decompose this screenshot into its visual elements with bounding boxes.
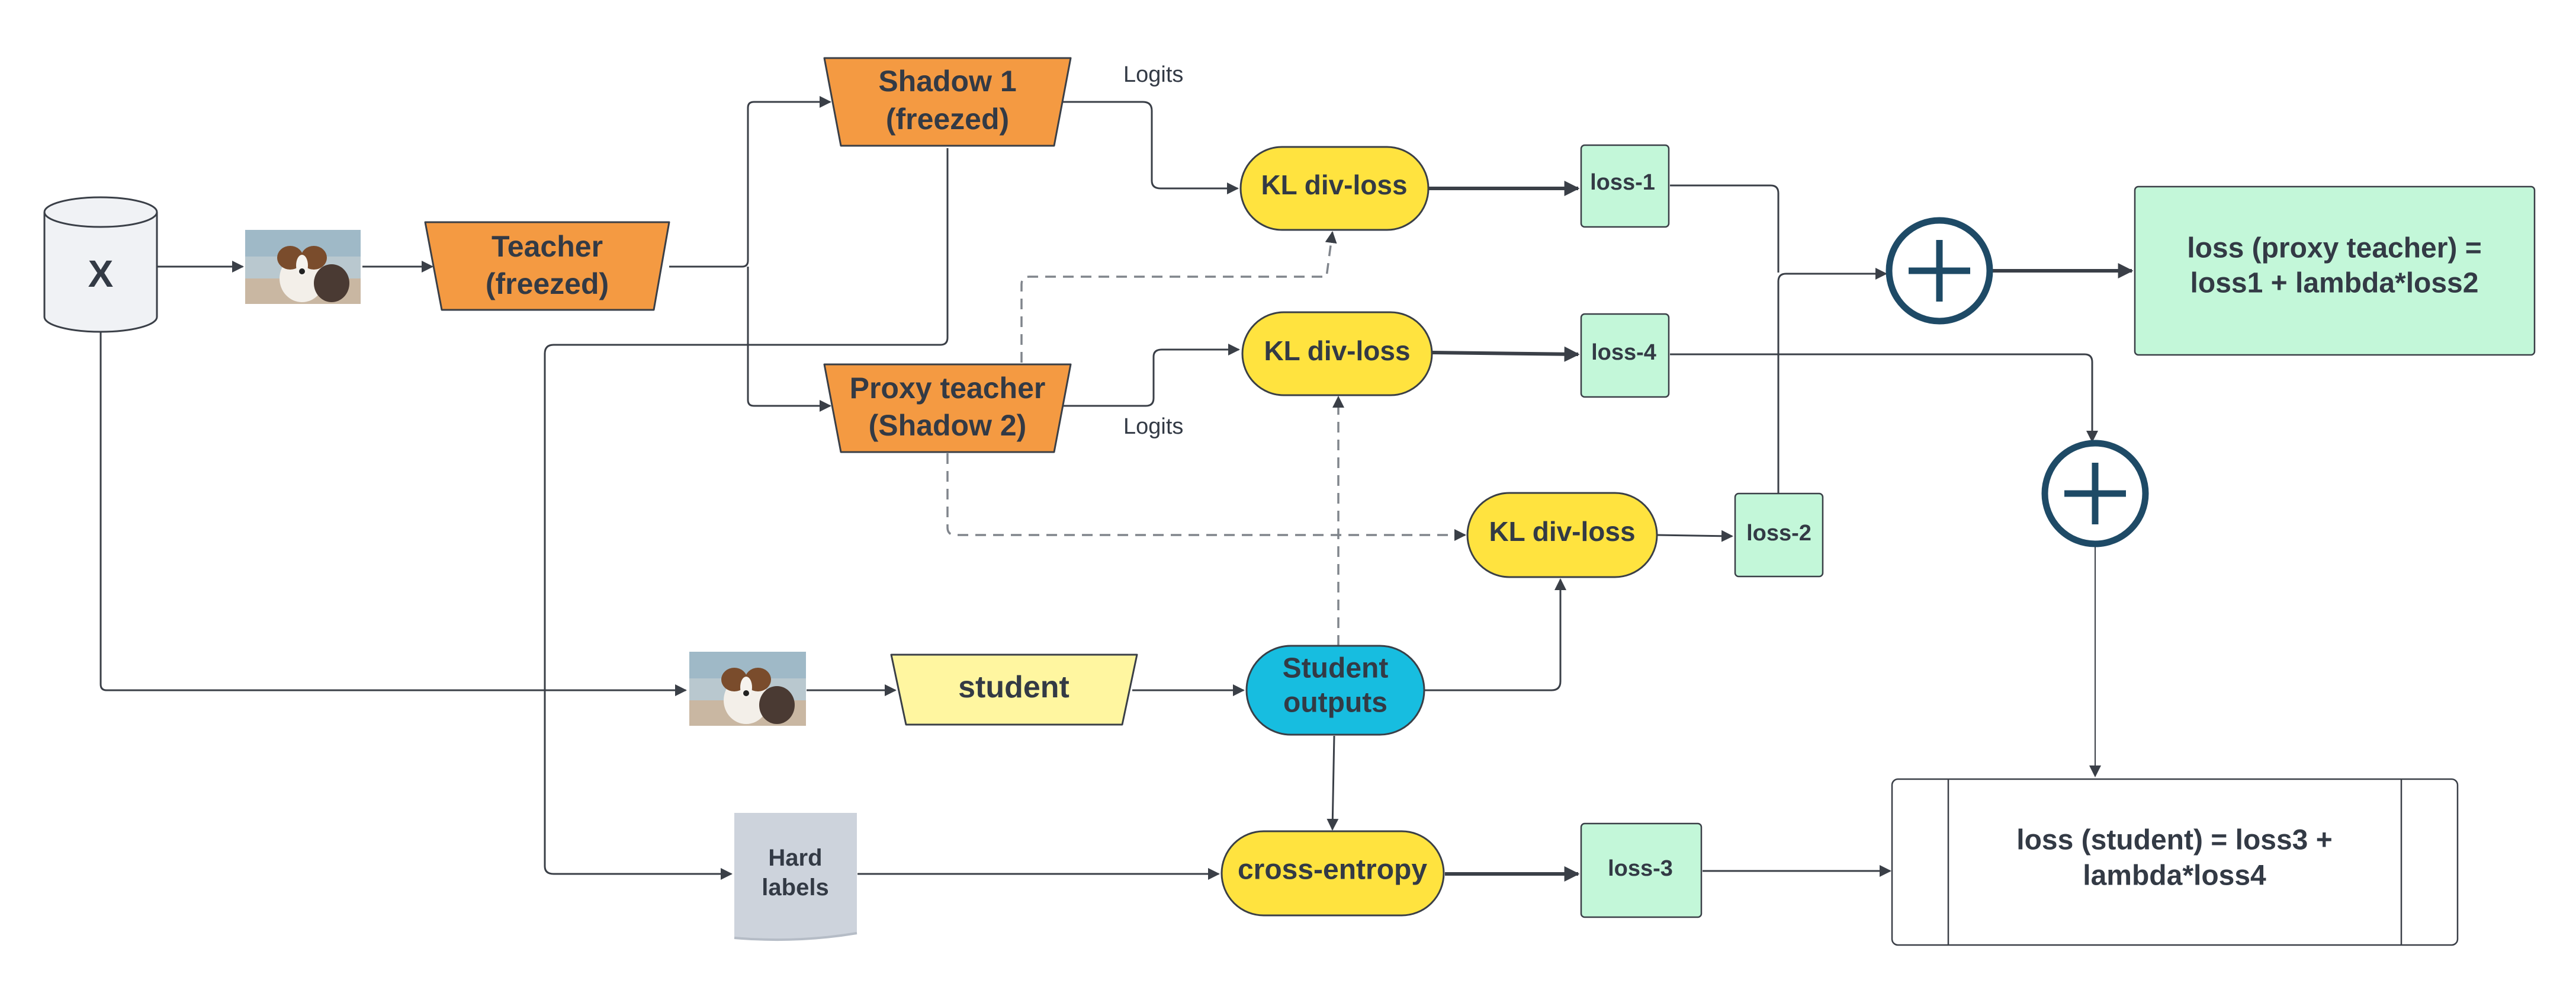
loss-2-box: loss-2	[1734, 492, 1824, 578]
edge-proxy-to-kl3-dashed	[946, 453, 1466, 541]
shadow1-node: Shadow 1 (freezed)	[823, 57, 1072, 147]
hard-labels-line1: Hard	[768, 845, 822, 871]
kl1-label: KL div-loss	[1261, 169, 1407, 200]
ce-label: cross-entropy	[1238, 854, 1427, 886]
student-loss-box: loss (student) = loss3 + lambda*loss4	[1891, 778, 2459, 946]
cross-entropy-node: cross-entropy	[1220, 830, 1445, 917]
student-outputs-line1: Student	[1283, 653, 1389, 684]
edge-x-to-student-photo	[99, 332, 687, 696]
loss1-label: loss-1	[1590, 170, 1655, 195]
logits-label-bottom: Logits	[1123, 414, 1183, 439]
shadow1-label-line2: (freezed)	[886, 102, 1009, 136]
edge-kl3-to-loss2	[1656, 530, 1733, 542]
dog-photo-icon	[689, 652, 806, 726]
proxy-label-line2: (Shadow 2)	[869, 409, 1027, 442]
connectors	[99, 96, 2101, 880]
edge-outputs-to-ce	[1326, 735, 1339, 831]
loss4-label: loss-4	[1591, 340, 1656, 365]
plus-circle-icon	[2041, 440, 2149, 547]
loss3-label: loss-3	[1608, 856, 1673, 881]
edge-proxy-to-kl2	[1059, 344, 1240, 407]
student-outputs-node: Student outputs	[1245, 645, 1425, 736]
edge-teacher-to-shadow1	[669, 96, 831, 268]
loss-1-box: loss-1	[1580, 144, 1670, 228]
dashed-connectors	[946, 231, 1466, 646]
kl3-label: KL div-loss	[1489, 516, 1635, 547]
thick-connectors	[1428, 181, 2134, 882]
edge-teacher-to-proxy	[747, 267, 831, 412]
proxy-teacher-node: Proxy teacher (Shadow 2)	[823, 363, 1072, 453]
edge-loss1-to-plus	[1670, 184, 1780, 273]
edge-outputs-to-kl3	[1424, 578, 1566, 691]
shadow1-label-line1: Shadow 1	[878, 65, 1016, 98]
teacher-label-line2: (freezed)	[486, 267, 609, 300]
proxy-loss-line2: loss1 + lambda*loss2	[2190, 268, 2479, 299]
loss-4-box: loss-4	[1580, 313, 1670, 398]
student-node: student	[890, 654, 1138, 726]
kl-div-loss-2: KL div-loss	[1241, 311, 1433, 396]
hard-labels-note: Hard labels	[734, 813, 857, 941]
student-loss-line1: loss (student) = loss3 +	[2016, 825, 2332, 856]
teacher-node: Teacher (freezed)	[424, 221, 670, 311]
student-loss-line2: lambda*loss4	[2083, 860, 2266, 892]
kl-div-loss-1: KL div-loss	[1239, 146, 1430, 231]
loss-3-box: loss-3	[1580, 822, 1703, 918]
proxy-label-line1: Proxy teacher	[850, 371, 1046, 405]
teacher-label-line1: Teacher	[492, 230, 603, 263]
loss2-label: loss-2	[1746, 521, 1811, 546]
edge-loss2-to-plus	[1777, 268, 1887, 493]
edge-proxy-to-kl1-dashed	[1020, 231, 1337, 363]
x-label: X	[88, 252, 114, 295]
edge-shadow1-to-hard-labels	[544, 148, 949, 880]
student-outputs-line2: outputs	[1283, 687, 1387, 719]
plus-circle-icon	[1886, 217, 1993, 325]
edge-loss4-to-plus2	[1670, 353, 2098, 443]
student-label: student	[958, 670, 1069, 704]
kl2-label: KL div-loss	[1264, 335, 1410, 366]
logits-label-top: Logits	[1123, 62, 1183, 87]
dog-photo-icon	[245, 230, 361, 304]
hard-labels-line2: labels	[762, 875, 828, 901]
kl-div-loss-3: KL div-loss	[1466, 492, 1658, 578]
proxy-loss-line1: loss (proxy teacher) =	[2187, 233, 2482, 264]
edge-kl2-to-loss4	[1431, 346, 1580, 362]
database-icon: X	[43, 196, 158, 333]
edge-shadow1-to-kl1	[1059, 101, 1239, 194]
proxy-teacher-loss-box: loss (proxy teacher) = loss1 + lambda*lo…	[2134, 185, 2536, 356]
